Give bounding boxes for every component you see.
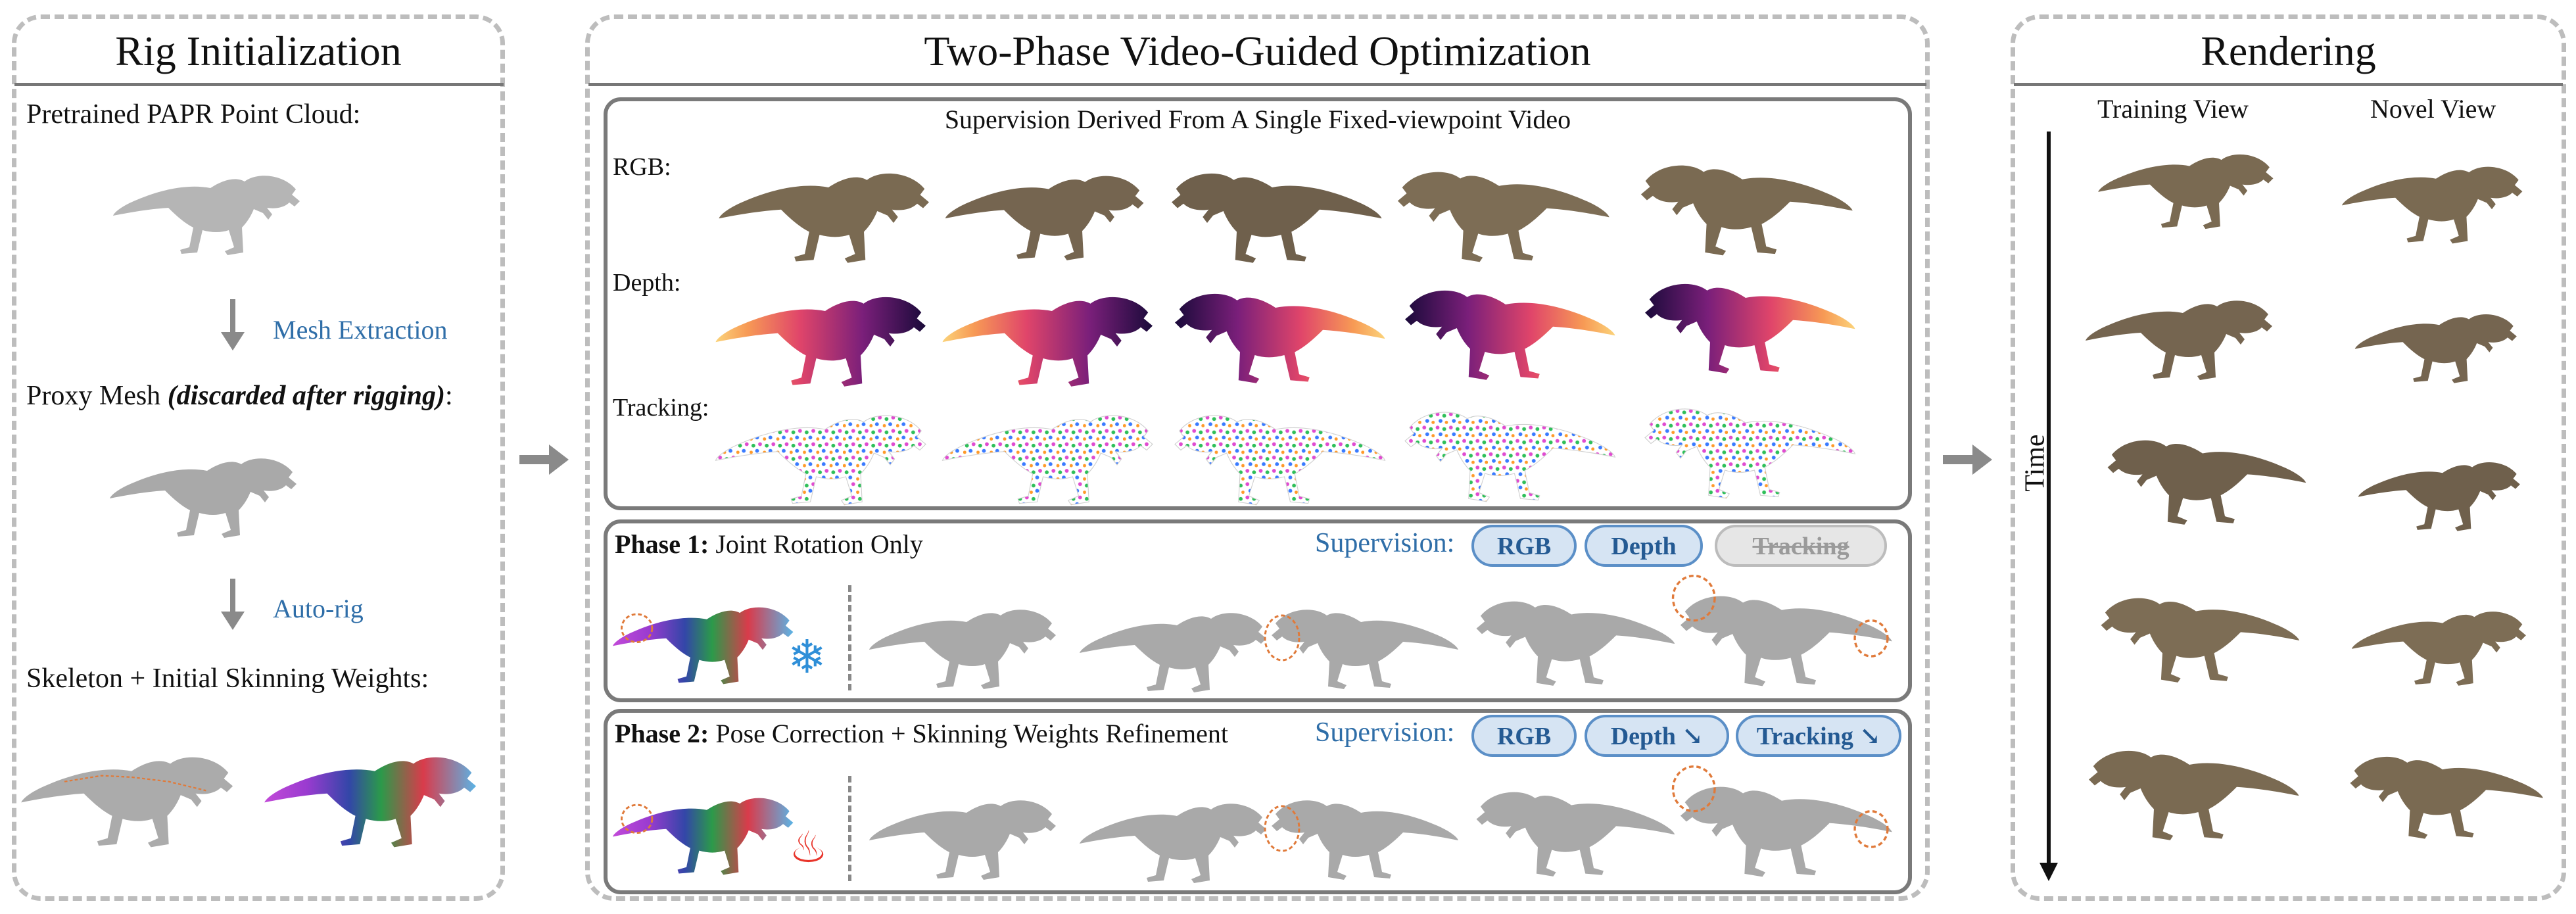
phase1-supervision-label: Supervision: — [1315, 528, 1455, 558]
proxy-mesh-label: Proxy Mesh (discarded after rigging): — [26, 380, 453, 412]
time-label: Time — [2020, 434, 2051, 492]
depth-frame-4 — [1394, 263, 1617, 381]
rig-initialization-panel: Rig Initialization — [12, 14, 505, 901]
col-novel-view: Novel View — [2370, 94, 2496, 124]
time-axis — [2047, 132, 2051, 868]
phase2-title: Phase 2: Pose Correction + Skinning Weig… — [615, 718, 1228, 749]
phase1-frame-2 — [1078, 585, 1276, 697]
supervision-header: Supervision Derived From A Single Fixed-… — [944, 105, 1571, 134]
phase2-box — [604, 709, 1912, 894]
phase2-frame-3 — [1264, 773, 1460, 884]
depth-frame-2 — [940, 270, 1164, 388]
phase2-supervision-label: Supervision: — [1315, 717, 1455, 748]
tracking-frame-5 — [1631, 381, 1861, 500]
depth-frame-1 — [713, 270, 937, 388]
rgb-frame-5 — [1631, 135, 1854, 260]
separator — [848, 585, 851, 690]
novel-view-frame-3 — [2357, 421, 2528, 552]
proxy-label-emphasis: (discarded after rigging) — [167, 381, 445, 411]
row-label-tracking: Tracking: — [613, 394, 709, 421]
rendering-panel: Rendering — [2011, 14, 2566, 901]
phase2-frame-5 — [1671, 765, 1894, 881]
phase2-frame-2 — [1078, 776, 1276, 888]
training-view-frame-4 — [2064, 572, 2327, 684]
phase1-text: Joint Rotation Only — [709, 529, 923, 559]
down-arrow-icon — [221, 332, 245, 350]
point-cloud-dino-image — [112, 138, 309, 270]
tracking-frame-3 — [1164, 388, 1387, 506]
skinning-weights-dino-image — [263, 717, 487, 861]
phase1-box — [604, 519, 1912, 702]
fire-icon: ♨ — [789, 822, 828, 873]
phase2-bold: Phase 2: — [615, 719, 709, 748]
novel-view-frame-2 — [2354, 276, 2525, 401]
training-view-frame-2 — [2064, 276, 2301, 381]
proxy-label-colon: : — [444, 381, 453, 411]
row-label-rgb: RGB: — [613, 153, 671, 181]
phase1-frame-1 — [868, 582, 1065, 694]
snowflake-icon: ❄ — [788, 630, 826, 684]
right-title-rule — [2014, 83, 2563, 86]
phase2-pill-rgb: RGB — [1471, 715, 1577, 757]
separator — [848, 776, 851, 881]
middle-title-rule — [588, 83, 1926, 86]
phase1-pill-rgb: RGB — [1471, 525, 1577, 567]
phase2-pill-depth: Depth ↘ — [1585, 715, 1729, 757]
rgb-frame-1 — [717, 146, 940, 264]
phase2-skinning-dino — [611, 769, 802, 881]
training-view-frame-3 — [2084, 414, 2321, 526]
training-view-frame-5 — [2058, 723, 2321, 842]
flow-arrow-icon — [1943, 455, 1976, 464]
pretrained-label: Pretrained PAPR Point Cloud: — [26, 99, 361, 130]
optimization-panel: Two-Phase Video-Guided Optimization — [585, 14, 1930, 901]
down-arrow-icon — [230, 299, 235, 339]
auto-rig-label: Auto-rig — [273, 594, 364, 623]
skeleton-dino-image — [20, 717, 243, 861]
depth-frame-3 — [1164, 266, 1387, 385]
flow-arrow-icon — [549, 445, 569, 475]
phase1-pill-depth: Depth — [1585, 525, 1703, 567]
phase1-frame-5 — [1671, 574, 1894, 690]
left-title-rule — [14, 83, 504, 86]
phase2-frame-1 — [868, 773, 1065, 884]
tracking-frame-4 — [1394, 385, 1617, 503]
phase2-text: Pose Correction + Skinning Weights Refin… — [709, 719, 1228, 748]
supervision-box — [604, 97, 1912, 510]
row-label-depth: Depth: — [613, 269, 681, 297]
proxy-mesh-dino-image — [108, 421, 306, 552]
phase1-skinning-dino — [611, 579, 802, 690]
skeleton-label: Skeleton + Initial Skinning Weights: — [26, 663, 429, 694]
phase2-frame-4 — [1466, 766, 1677, 878]
col-training-view: Training View — [2097, 94, 2249, 124]
phase1-title: Phase 1: Joint Rotation Only — [615, 529, 923, 560]
down-arrow-icon — [230, 579, 235, 618]
phase1-bold: Phase 1: — [615, 529, 709, 559]
rgb-frame-2 — [943, 150, 1154, 262]
tracking-frame-2 — [940, 388, 1164, 506]
phase1-frame-3 — [1264, 582, 1460, 694]
panel-title: Rig Initialization — [115, 28, 402, 74]
mesh-extraction-label: Mesh Extraction — [273, 315, 448, 345]
depth-frame-5 — [1631, 256, 1861, 375]
training-view-frame-1 — [2058, 132, 2321, 230]
novel-view-frame-4 — [2350, 585, 2535, 690]
novel-view-frame-5 — [2341, 730, 2544, 842]
novel-view-frame-1 — [2341, 135, 2531, 253]
time-arrow-icon — [2039, 863, 2058, 881]
flow-arrow-icon — [519, 455, 552, 464]
rgb-frame-3 — [1160, 146, 1384, 264]
phase2-pill-tracking: Tracking ↘ — [1736, 715, 1901, 757]
phase1-pill-tracking: Tracking — [1715, 525, 1887, 567]
panel-title: Rendering — [2201, 28, 2376, 74]
tracking-frame-1 — [713, 388, 937, 506]
phase1-frame-4 — [1466, 575, 1677, 687]
panel-title: Two-Phase Video-Guided Optimization — [924, 28, 1591, 74]
rgb-frame-4 — [1387, 141, 1611, 266]
down-arrow-icon — [221, 612, 245, 630]
proxy-label-text: Proxy Mesh — [26, 381, 168, 411]
flow-arrow-icon — [1972, 445, 1992, 475]
